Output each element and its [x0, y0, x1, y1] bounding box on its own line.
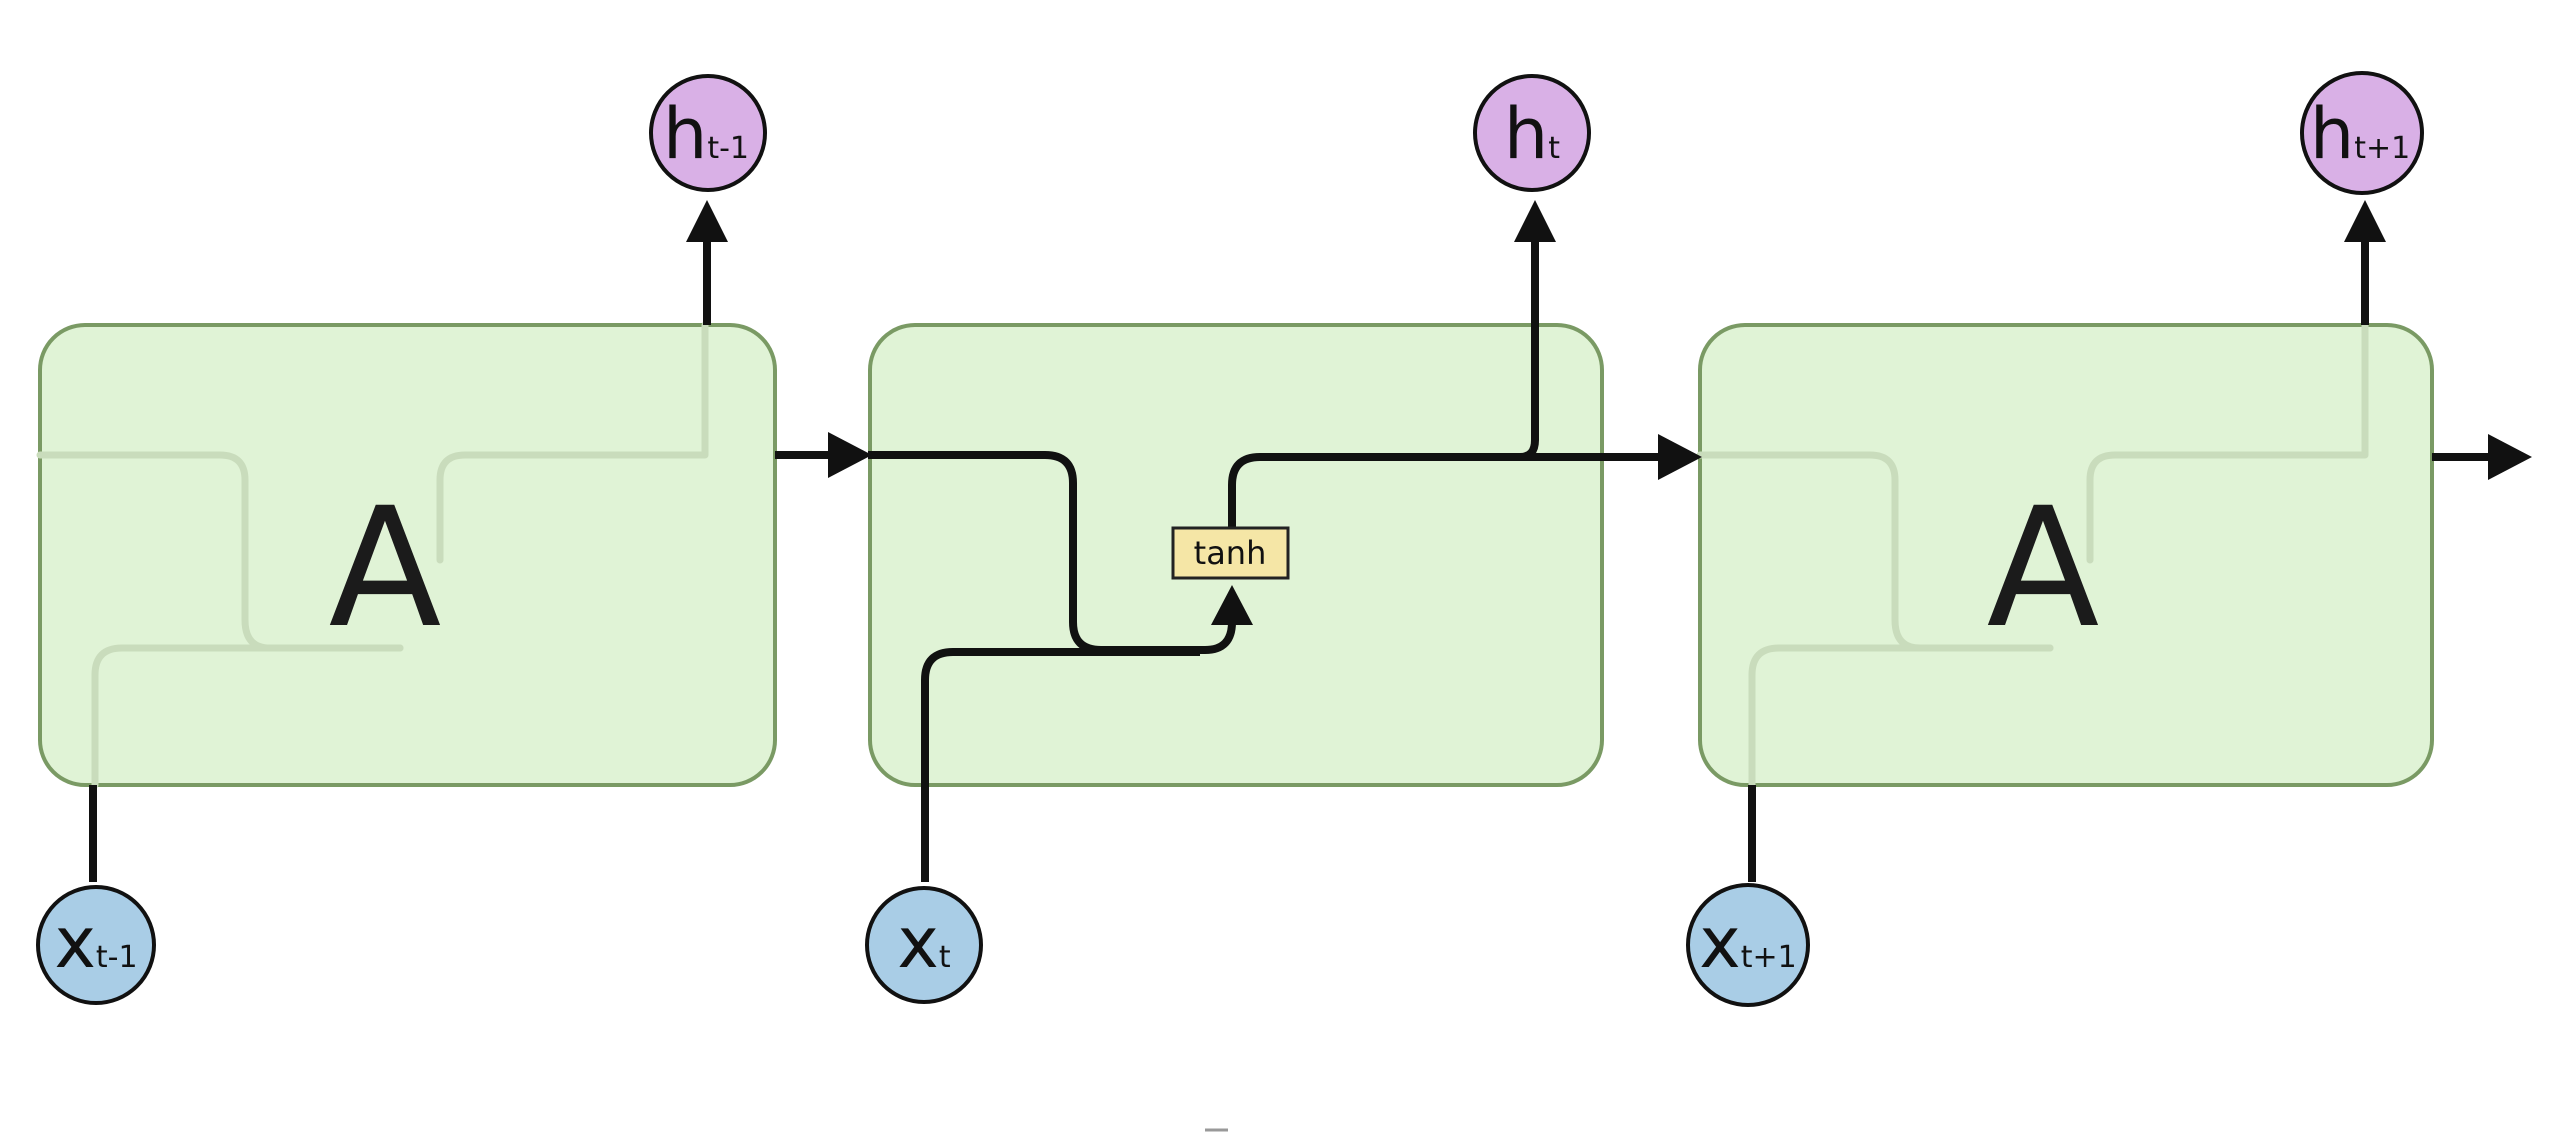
input-node-label: xt [897, 902, 950, 984]
ghost-path-previous-input [91, 644, 404, 789]
input-node-current: xt [865, 886, 983, 1004]
input-node-circle [865, 886, 983, 1004]
output-node-circle [649, 74, 767, 192]
input-node-previous: xt-1 [36, 885, 156, 1005]
output-node-label: ht [1504, 93, 1560, 175]
tanh-box [1171, 526, 1290, 580]
cell-label-previous: A [329, 472, 442, 664]
arrow-head-up-icon [1514, 200, 1556, 242]
arrow-head-up-icon [2344, 200, 2386, 242]
tanh-label: tanh [1194, 534, 1267, 572]
ghost-path-next-output [2086, 321, 2369, 564]
tanh-activation: tanh [1171, 526, 1290, 580]
output-node-label: ht+1 [2310, 93, 2410, 175]
ghost-path-next-input [1748, 644, 2054, 789]
arrow-head-right-icon [2488, 434, 2532, 480]
cell-label-next: A [1987, 472, 2100, 664]
output-node-circle [2300, 71, 2424, 195]
output-node-circle [1473, 74, 1591, 192]
input-node-circle [1686, 883, 1810, 1007]
input-node-label: xt-1 [54, 902, 137, 984]
output-node-label: ht-1 [663, 93, 749, 175]
wire-current-input [921, 648, 1200, 882]
output-node-current: ht [1473, 74, 1591, 192]
input-node-label: xt+1 [1699, 902, 1796, 984]
output-node-previous: ht-1 [649, 74, 767, 192]
arrow-head-right-icon [828, 432, 872, 478]
wire-tanh-output [1228, 240, 1539, 530]
rnn-cell-previous: A [36, 321, 777, 789]
arrow-head-up-icon [1211, 585, 1253, 625]
cell-box-next [1698, 323, 2434, 787]
arrow-head-up-icon [686, 200, 728, 242]
rnn-cell-next: A [1696, 321, 2434, 789]
input-node-next: xt+1 [1686, 883, 1810, 1007]
arrow-head-right-icon [1658, 434, 1702, 480]
input-node-circle [36, 885, 156, 1005]
output-node-next: ht+1 [2300, 71, 2424, 195]
ghost-path-previous-output [436, 321, 709, 564]
cell-box-previous [38, 323, 777, 787]
